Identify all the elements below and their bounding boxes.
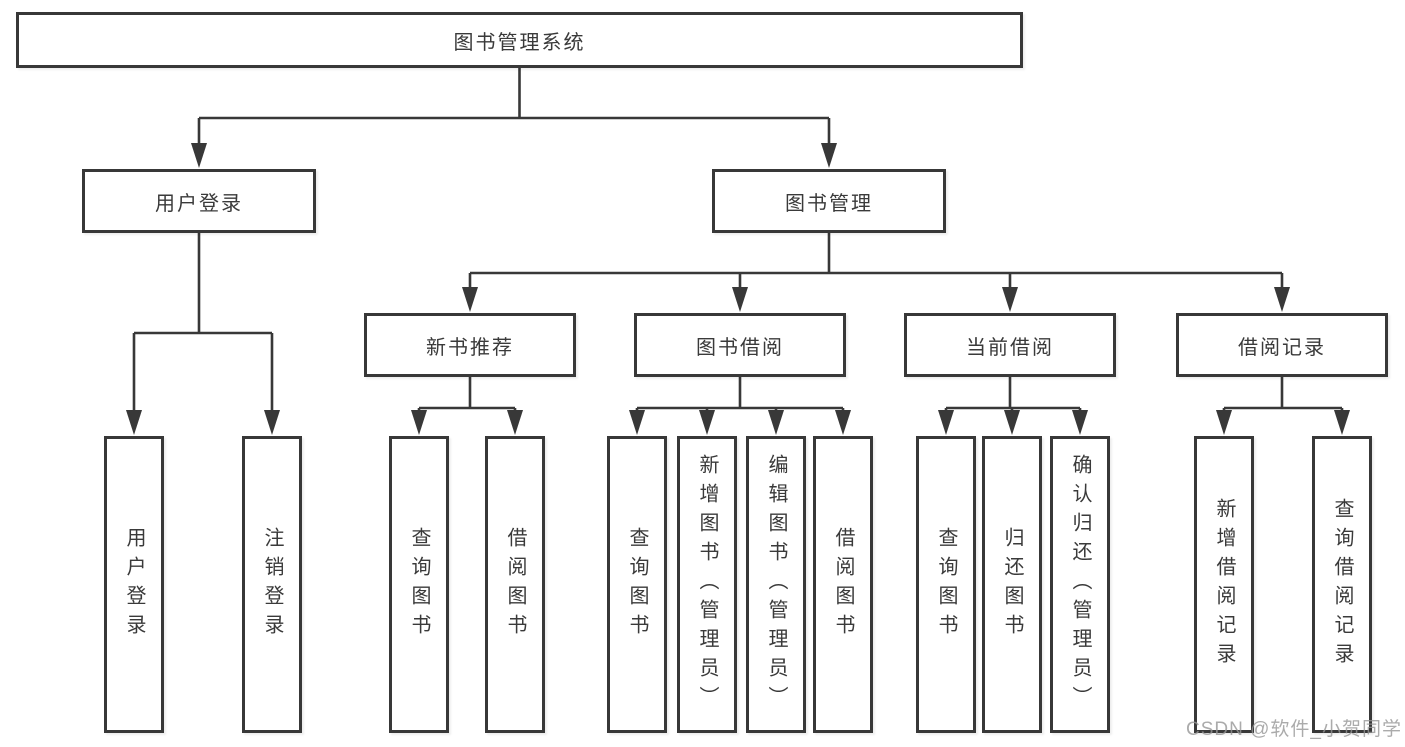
leaf-borrow-books-2: 借阅图书 [813,436,873,733]
leaf-query-books-2: 查询图书 [607,436,667,733]
leaf-confirm-return-admin: 确认归还（管理员） [1050,436,1110,733]
leaf-query-books-1-label: 查询图书 [408,526,430,643]
leaf-add-borrow-record: 新增借阅记录 [1194,436,1254,733]
leaf-borrow-books-1-label: 借阅图书 [504,526,526,643]
leaf-edit-books-admin-label: 编辑图书（管理员） [765,454,787,715]
node-book-management: 图书管理 [712,169,946,233]
node-borrowing-records: 借阅记录 [1176,313,1388,377]
leaf-borrow-books-2-label: 借阅图书 [832,526,854,643]
leaf-return-books-label: 归还图书 [1001,526,1023,643]
leaf-query-books-3: 查询图书 [916,436,976,733]
node-new-book-recommend: 新书推荐 [364,313,576,377]
leaf-add-books-admin-label: 新增图书（管理员） [696,454,718,715]
leaf-query-books-1: 查询图书 [389,436,449,733]
leaf-logout: 注销登录 [242,436,302,733]
node-user-login: 用户登录 [82,169,316,233]
leaf-logout-label: 注销登录 [261,526,283,643]
leaf-return-books: 归还图书 [982,436,1042,733]
leaf-edit-books-admin: 编辑图书（管理员） [746,436,806,733]
csdn-watermark: CSDN @软件_小贺同学 [1186,719,1402,740]
leaf-query-borrow-record-label: 查询借阅记录 [1331,497,1353,672]
leaf-borrow-books-1: 借阅图书 [485,436,545,733]
leaf-query-books-3-label: 查询图书 [935,526,957,643]
leaf-query-borrow-record: 查询借阅记录 [1312,436,1372,733]
leaf-query-books-2-label: 查询图书 [626,526,648,643]
leaf-add-borrow-record-label: 新增借阅记录 [1213,497,1235,672]
node-book-borrowing: 图书借阅 [634,313,846,377]
leaf-add-books-admin: 新增图书（管理员） [677,436,737,733]
node-current-borrowing: 当前借阅 [904,313,1116,377]
node-library-management-system: 图书管理系统 [16,12,1023,68]
leaf-confirm-return-admin-label: 确认归还（管理员） [1069,454,1091,715]
leaf-user-login: 用户登录 [104,436,164,733]
leaf-user-login-label: 用户登录 [123,526,145,643]
